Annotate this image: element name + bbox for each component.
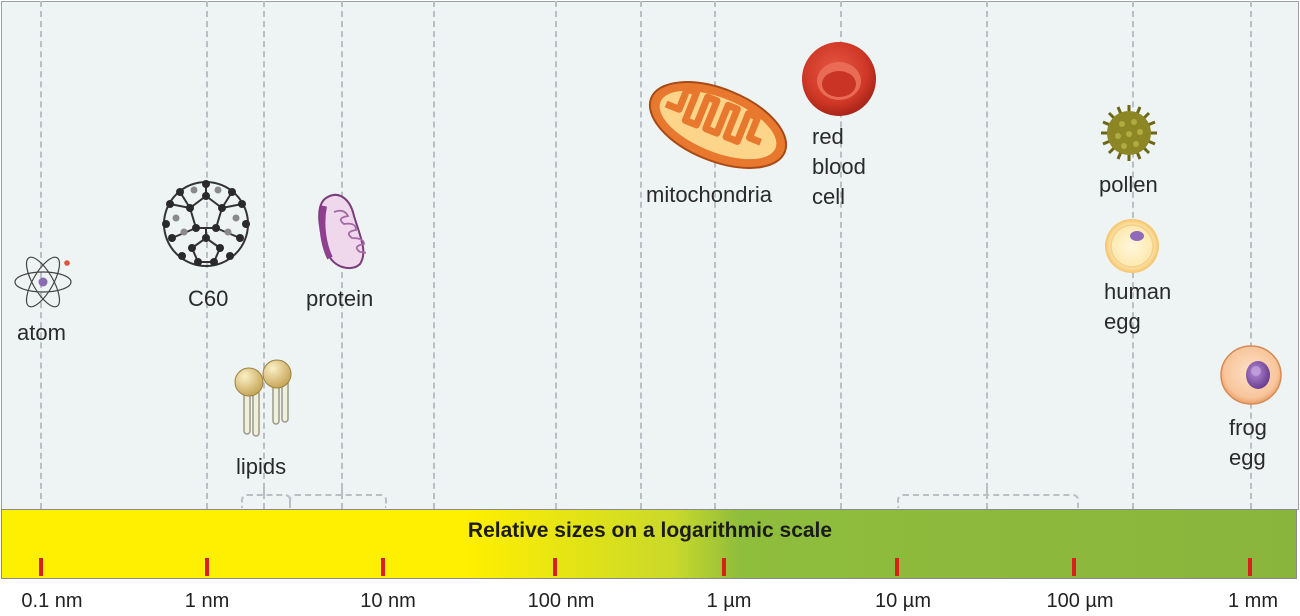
cell-range-bracket <box>897 494 1079 508</box>
scale-tick <box>381 558 385 576</box>
rbc-label-line2: blood <box>812 154 866 179</box>
protein-icon <box>318 193 366 270</box>
tick-label: 0.1 nm <box>21 590 83 612</box>
protein-label: protein <box>306 286 374 311</box>
guide-line-rbc <box>840 1 842 509</box>
mitochondria-icon <box>648 81 788 169</box>
guide-line <box>555 1 557 509</box>
scale-tick <box>39 558 43 576</box>
logarithmic-scale-band <box>1 509 1297 579</box>
guide-line <box>714 1 716 509</box>
rbc-label-line3: cell <box>812 184 846 209</box>
human-egg-label-line2: egg <box>1104 309 1141 334</box>
tick-label: 10 nm <box>360 590 416 612</box>
scale-tick <box>722 558 726 576</box>
pollen-label: pollen <box>1099 172 1158 197</box>
guide-line <box>986 1 988 509</box>
bracket-stem <box>263 487 265 495</box>
pollen-icon <box>1101 105 1157 161</box>
rbc-label-line1: red <box>812 124 844 149</box>
scale-tick <box>1248 558 1252 576</box>
frog-egg-icon <box>1220 345 1282 405</box>
guide-line <box>433 1 435 509</box>
bracket-stem <box>341 487 343 495</box>
tick-label: 100 nm <box>527 590 595 612</box>
tick-label: 100 µm <box>1046 590 1114 612</box>
frog-egg-label-line2: egg <box>1229 445 1266 470</box>
guide-line-frog-egg <box>1250 1 1252 509</box>
atom-label: atom <box>17 320 66 345</box>
c60-molecule-icon <box>162 180 250 267</box>
scale-tick <box>205 558 209 576</box>
tick-label: 1 nm <box>184 590 230 612</box>
guide-line-c60 <box>206 1 208 509</box>
scale-tick <box>895 558 899 576</box>
scale-tick <box>1072 558 1076 576</box>
tick-label: 10 µm <box>875 590 931 612</box>
c60-label: C60 <box>188 286 229 311</box>
tick-label: 1 µm <box>706 590 752 612</box>
human-egg-icon <box>1105 219 1159 273</box>
scale-title: Relative sizes on a logarithmic scale <box>467 519 833 542</box>
guide-line-lipids <box>263 1 265 509</box>
guide-line-mitochondria <box>640 1 642 509</box>
lipids-icon <box>234 359 292 437</box>
human-egg-label-line1: human <box>1104 279 1172 304</box>
frog-egg-label-line1: frog <box>1229 415 1267 440</box>
red-blood-cell-icon <box>802 42 876 116</box>
lipids-range-bracket <box>241 494 291 508</box>
bracket-stem <box>986 487 988 495</box>
lipids-label: lipids <box>236 454 287 479</box>
atom-icon <box>14 256 72 308</box>
guide-line-atom <box>40 1 42 509</box>
protein-range-bracket <box>289 494 387 508</box>
tick-label: 1 mm <box>1228 590 1278 612</box>
scale-tick <box>553 558 557 576</box>
mitochondria-label: mitochondria <box>646 182 772 207</box>
